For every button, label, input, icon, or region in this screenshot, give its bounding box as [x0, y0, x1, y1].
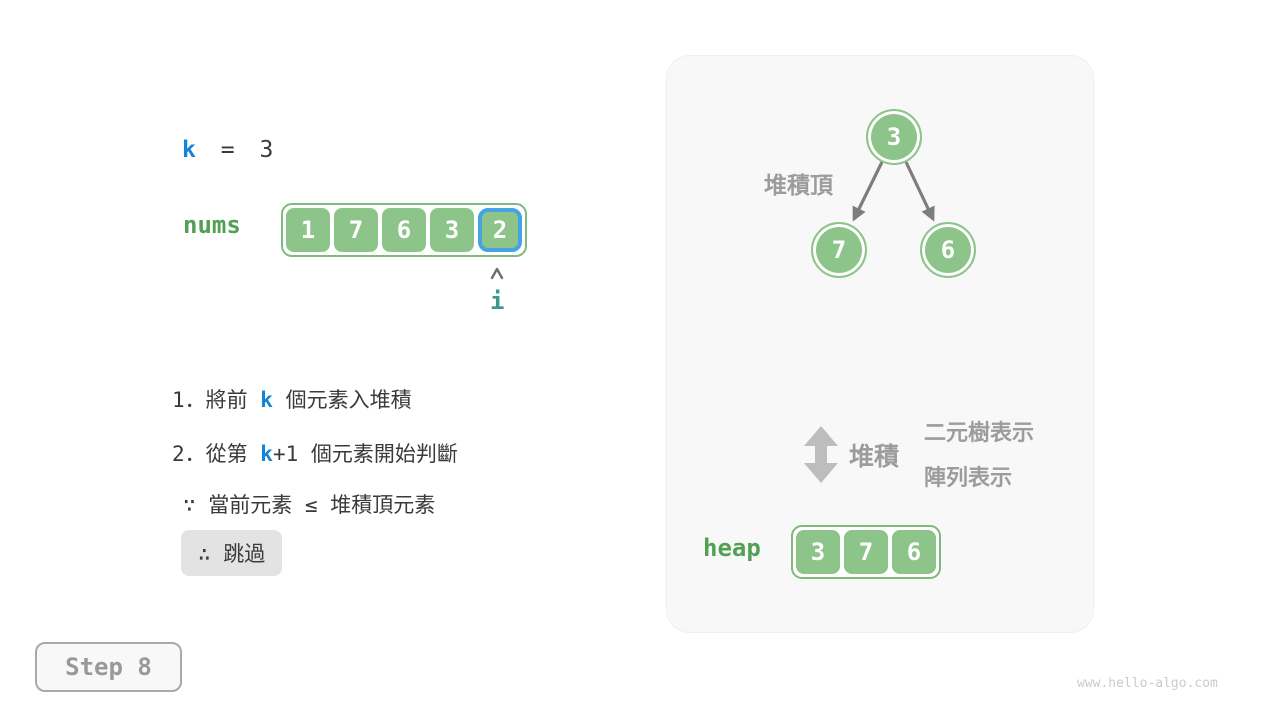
heap-cell: 6 — [892, 530, 936, 574]
step-2-text-end: +1 個元素開始判斷 — [272, 442, 458, 466]
step-1-text: 1．將前 — [172, 388, 261, 412]
heap-cell: 3 — [796, 530, 840, 574]
step-indicator: Step 8 — [35, 642, 182, 692]
pointer-i-label: i — [490, 287, 505, 315]
tree-node-right: 6 — [920, 222, 976, 278]
step-1-text-end: 個元素入堆積 — [272, 388, 412, 412]
step-line-1: 1．將前 k 個元素入堆積 — [172, 384, 412, 414]
nums-cell: 7 — [334, 208, 378, 252]
tree-representation-label: 二元樹表示 — [924, 421, 1035, 446]
heap-cell: 7 — [844, 530, 888, 574]
step-indicator-label: Step 8 — [65, 653, 152, 681]
heap-panel: 堆積頂 3 7 6 堆積 二元樹表示 陣列表示 heap 3 7 6 — [666, 55, 1094, 633]
nums-label: nums — [183, 211, 241, 239]
because-line: ∵ 當前元素 ≤ 堆積頂元素 — [183, 493, 436, 517]
skip-highlight-box: ∴ 跳過 — [181, 530, 283, 576]
watermark: www.hello-algo.com — [1077, 676, 1218, 691]
tree-edges — [852, 161, 935, 222]
nums-cell: 3 — [430, 208, 474, 252]
updown-arrow-icon — [804, 426, 838, 483]
nums-array: 1 7 6 3 2 — [281, 203, 527, 257]
step-1-k: k — [260, 388, 273, 412]
pointer-caret-icon — [490, 267, 504, 280]
step-2-text: 2．從第 — [172, 442, 261, 466]
tree-node-left: 7 — [811, 222, 867, 278]
heap-label: heap — [703, 534, 761, 562]
nums-cell: 6 — [382, 208, 426, 252]
step-2-k: k — [260, 442, 273, 466]
nums-cell: 1 — [286, 208, 330, 252]
k-value-line: k = 3 — [182, 137, 273, 163]
k-variable: k — [182, 137, 196, 163]
therefore-line: ∴ 跳過 — [198, 542, 266, 566]
array-representation-label: 陣列表示 — [924, 466, 1013, 491]
equals-sign: = — [220, 137, 235, 163]
heap-swap-label: 堆積 — [849, 442, 900, 471]
heap-top-label: 堆積頂 — [764, 173, 833, 199]
k-value: 3 — [259, 137, 274, 163]
tree-node-root: 3 — [866, 109, 922, 165]
heap-array: 3 7 6 — [791, 525, 941, 579]
step-line-2: 2．從第 k+1 個元素開始判斷 — [172, 438, 458, 468]
nums-cell-highlighted: 2 — [478, 208, 522, 252]
